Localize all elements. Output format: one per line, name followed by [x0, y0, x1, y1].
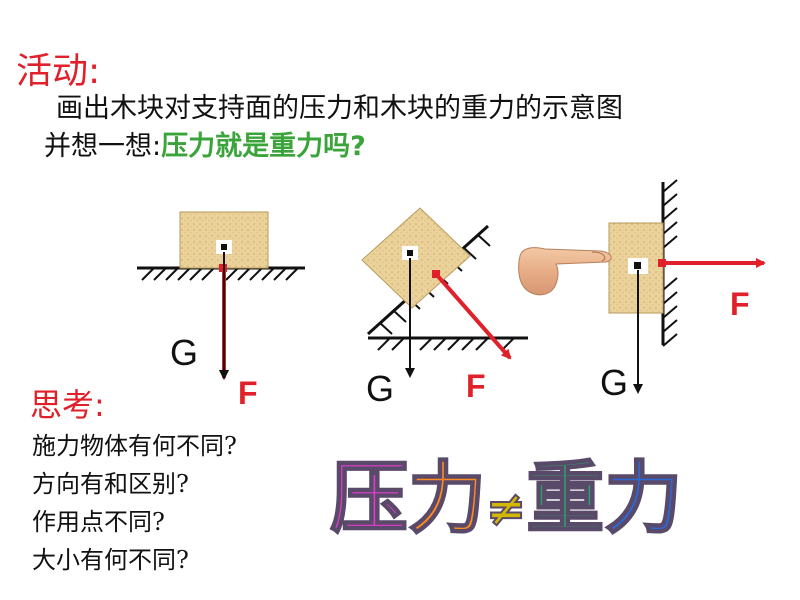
banner-char-2: 力 [407, 453, 487, 545]
instruction-question: 压力就是重力吗? [161, 131, 366, 162]
instruction-prefix: 并想一想: [44, 131, 162, 162]
wood-block [608, 222, 664, 314]
pressure-force-arrow [434, 272, 512, 360]
instruction-line-1: 画出木块对支持面的压力和木块的重力的示意图 [56, 93, 623, 124]
banner-char-4: 力 [603, 453, 683, 545]
wall-diagram [518, 179, 766, 394]
question-3: 作用点不同? [32, 508, 165, 536]
instruction-line-2: 并想一想:压力就是重力吗? [44, 124, 366, 163]
banner-neq: ≠ [485, 480, 527, 538]
incline-g-label: G [366, 368, 395, 409]
activity-title: 活动: [16, 51, 101, 92]
base-hatching [377, 337, 515, 351]
incline-f-label: F [466, 368, 486, 404]
wall-g-label: G [600, 362, 629, 403]
banner-char-1: 压 [329, 453, 409, 545]
wall-f-label: F [730, 286, 750, 322]
pressure-not-gravity-banner: 压力≠重力 [329, 436, 683, 548]
banner-char-3: 重 [525, 453, 605, 545]
flat-surface-diagram [137, 211, 305, 380]
question-4: 大小有何不同? [32, 546, 189, 574]
incline-diagram [361, 207, 528, 378]
question-1: 施力物体有何不同? [32, 432, 237, 460]
question-2: 方向有和区别? [32, 470, 189, 498]
wall-hatching [662, 179, 678, 347]
ground-hatching [141, 267, 299, 281]
flat-f-label: F [238, 375, 258, 411]
think-title: 思考: [30, 386, 105, 424]
flat-g-label: G [170, 332, 199, 373]
finger-icon [518, 247, 612, 296]
